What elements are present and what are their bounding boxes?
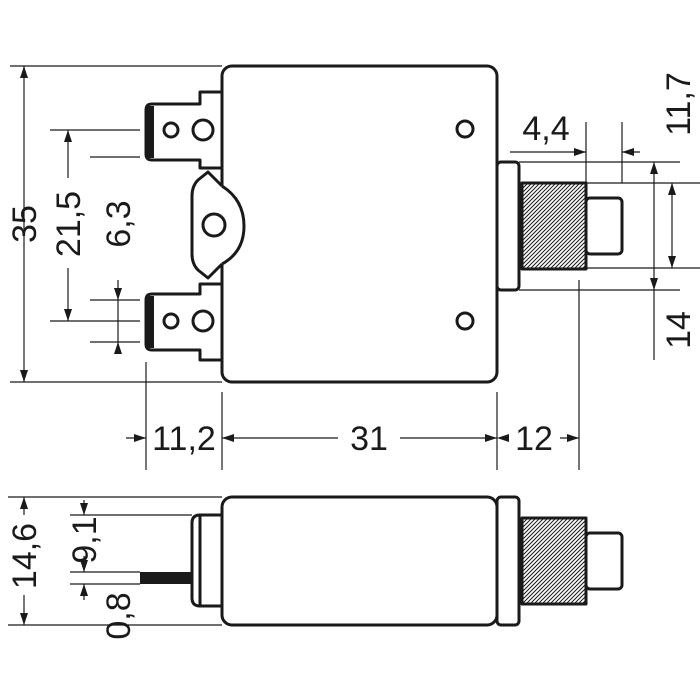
mounting-hole-lower xyxy=(455,311,475,331)
dim-side-thickness: 14,6 xyxy=(6,523,44,589)
mounting-hole-upper xyxy=(455,119,475,139)
dimension-labels: 35 21,5 6,3 11,2 31 12 4,4 11,7 14 14,6 … xyxy=(6,72,698,639)
dim-body-length: 31 xyxy=(350,420,388,458)
breaker-body-top xyxy=(220,64,499,384)
dim-terminal-width: 6,3 xyxy=(100,200,138,247)
terminal-lower xyxy=(144,282,224,362)
terminal-blade-side xyxy=(140,572,192,584)
dim-nut-length: 4,4 xyxy=(522,110,569,148)
dim-side-offset: 9,1 xyxy=(66,516,104,563)
mounting-flange-side xyxy=(495,495,521,627)
middle-tab xyxy=(190,170,246,280)
reset-button-side xyxy=(584,531,624,591)
mounting-flange-top xyxy=(495,160,521,292)
threaded-bushing-side xyxy=(520,516,588,606)
dim-terminal-thickness: 0,8 xyxy=(100,592,138,639)
dim-thread-diameter: 14 xyxy=(660,311,698,349)
reset-button-top xyxy=(584,196,624,256)
side-tab xyxy=(190,513,224,608)
dim-terminal-length: 11,2 xyxy=(152,420,216,458)
side-view xyxy=(140,495,624,627)
dim-button-diameter: 11,7 xyxy=(660,72,698,136)
dimension-lines xyxy=(8,65,700,626)
dim-terminal-spacing: 21,5 xyxy=(50,191,88,257)
top-view xyxy=(144,64,624,384)
terminal-upper xyxy=(144,90,224,170)
breaker-body-side xyxy=(220,495,499,627)
threaded-bushing-top xyxy=(520,181,588,271)
dim-button-length: 12 xyxy=(515,420,553,458)
dim-height-total: 35 xyxy=(6,205,44,243)
